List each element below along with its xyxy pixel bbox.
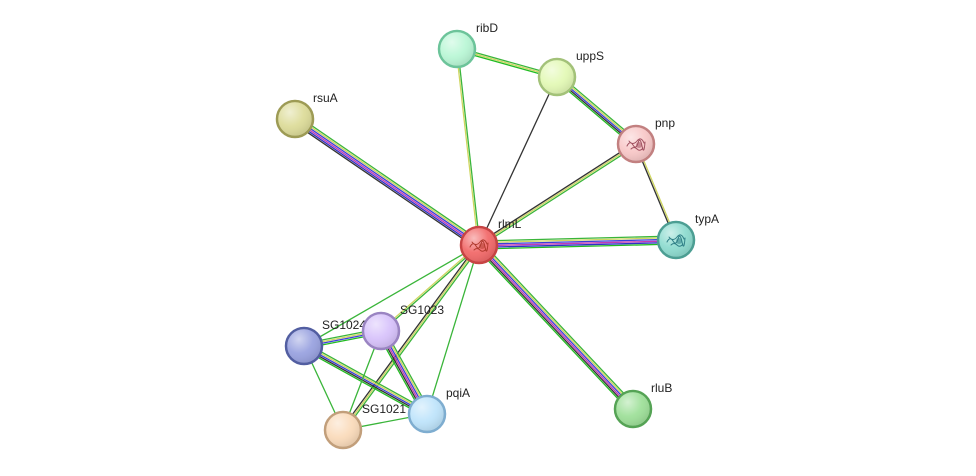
edge-evidence-database xyxy=(457,48,481,245)
edge-pnp-rlmL[interactable] xyxy=(477,142,638,247)
edge-evidence-textmining xyxy=(478,143,637,246)
edge-evidence-coexpression xyxy=(477,142,636,245)
edge-evidence-experimental xyxy=(477,245,633,410)
edge-evidence-database xyxy=(296,115,482,243)
edge-evidence-coexpression xyxy=(341,243,479,430)
edge-evidence-database xyxy=(479,144,638,247)
edge-evidence-database xyxy=(426,244,480,415)
edge-rlmL-typA[interactable] xyxy=(478,235,677,250)
node-highlight xyxy=(326,413,360,447)
edge-evidence-cooccurrence xyxy=(293,120,479,248)
node-label-pqiA: pqiA xyxy=(446,386,470,400)
node-highlight xyxy=(287,329,321,363)
edge-evidence-coexpression xyxy=(476,246,632,412)
node-label-uppS: uppS xyxy=(576,49,604,63)
edge-uppS-rlmL[interactable] xyxy=(478,76,558,246)
node-ribD[interactable]: ribD xyxy=(437,21,498,69)
edge-evidence-homology xyxy=(295,117,480,245)
edge-evidence-experimental xyxy=(294,119,479,247)
node-label-rsuA: rsuA xyxy=(313,91,338,105)
node-pnp[interactable]: pnp xyxy=(616,116,675,164)
node-label-SG1023: SG1023 xyxy=(400,303,444,317)
edge-evidence-textmining xyxy=(295,116,481,244)
node-highlight xyxy=(540,60,574,94)
edge-evidence-textmining xyxy=(304,344,429,414)
node-highlight xyxy=(462,228,496,262)
node-label-rluB: rluB xyxy=(651,381,672,395)
protein-structure-icon xyxy=(469,239,489,252)
edge-rsuA-rlmL[interactable] xyxy=(292,115,482,249)
node-highlight xyxy=(659,223,693,257)
edge-evidence-neighborhood xyxy=(302,348,426,418)
nodes-layer: rlmL ribD uppS rsuA pnp typA SG1024 SG1023SG102… xyxy=(275,21,719,450)
node-SG1023[interactable]: SG1023 xyxy=(361,303,444,351)
edge-evidence-textmining xyxy=(380,243,479,331)
node-label-ribD: ribD xyxy=(476,21,498,35)
node-pqiA[interactable]: pqiA xyxy=(407,386,470,434)
protein-structure-icon xyxy=(626,138,646,151)
edge-evidence-textmining xyxy=(480,242,636,408)
edge-evidence-textmining xyxy=(455,49,479,246)
node-label-SG1024: SG1024 xyxy=(322,318,366,332)
edge-rlmL-SG1024[interactable] xyxy=(303,244,480,347)
edge-evidence-database xyxy=(305,342,429,412)
node-SG1021[interactable]: SG1021 xyxy=(323,402,406,450)
edge-evidence-database xyxy=(478,235,676,242)
edge-ribD-rlmL[interactable] xyxy=(455,48,481,246)
node-highlight xyxy=(616,392,650,426)
edge-evidence-coexpression xyxy=(478,76,558,246)
edge-evidence-homology xyxy=(479,244,635,409)
edge-rlmL-SG1023[interactable] xyxy=(380,243,480,333)
edge-evidence-database xyxy=(481,241,637,407)
node-rsuA[interactable]: rsuA xyxy=(275,91,338,139)
edge-rlmL-pqiA[interactable] xyxy=(426,244,480,415)
edge-evidence-coexpression xyxy=(302,346,427,416)
edge-evidence-database xyxy=(343,245,481,432)
edge-rlmL-SG1021[interactable] xyxy=(341,243,481,432)
node-typA[interactable]: typA xyxy=(656,212,719,260)
node-label-pnp: pnp xyxy=(655,116,675,130)
edges-layer xyxy=(292,46,678,432)
node-highlight xyxy=(410,397,444,431)
node-rluB[interactable]: rluB xyxy=(613,381,672,429)
edge-evidence-cooccurrence xyxy=(479,241,677,249)
protein-structure-icon xyxy=(666,234,686,247)
edge-rlmL-rluB[interactable] xyxy=(475,241,637,413)
edge-evidence-neighborhood xyxy=(475,247,631,413)
edge-evidence-database xyxy=(303,244,480,347)
node-label-typA: typA xyxy=(695,212,719,226)
edge-evidence-coexpression xyxy=(292,121,478,249)
edge-evidence-database xyxy=(381,245,480,333)
node-label-SG1021: SG1021 xyxy=(362,402,406,416)
edge-evidence-textmining xyxy=(342,244,480,431)
edge-evidence-homology xyxy=(303,345,428,415)
node-highlight xyxy=(440,32,474,66)
node-rlmL[interactable]: rlmL xyxy=(459,217,522,265)
edge-evidence-experimental xyxy=(479,240,677,247)
edge-evidence-textmining xyxy=(478,236,676,244)
node-highlight xyxy=(278,102,312,136)
node-label-rlmL: rlmL xyxy=(498,217,522,231)
node-uppS[interactable]: uppS xyxy=(537,49,604,97)
node-SG1024[interactable]: SG1024 xyxy=(284,318,366,366)
edge-SG1024-pqiA[interactable] xyxy=(302,342,429,418)
edge-evidence-homology xyxy=(478,238,676,245)
edge-evidence-neighborhood xyxy=(479,243,677,250)
node-highlight xyxy=(619,127,653,161)
node-highlight xyxy=(364,314,398,348)
